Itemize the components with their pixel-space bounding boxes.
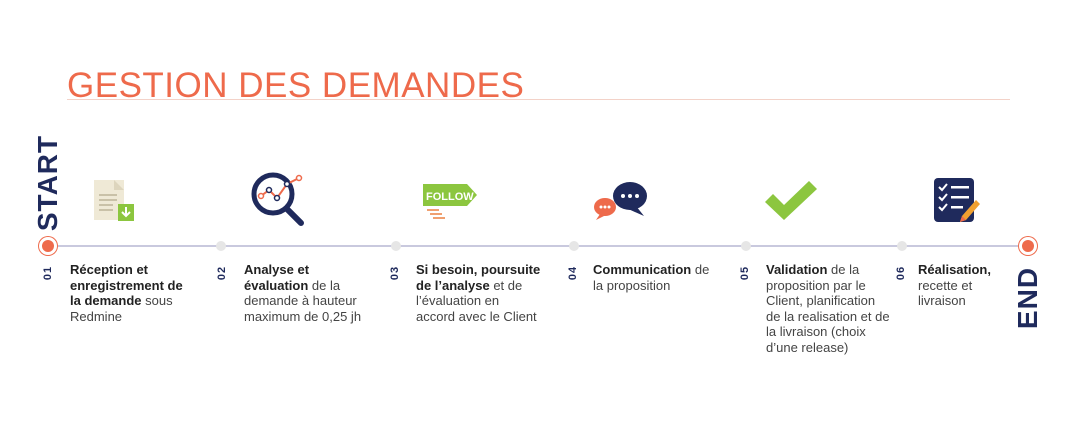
timeline-end-marker (1018, 236, 1038, 256)
document-download-icon (94, 180, 134, 221)
start-label: START (32, 134, 63, 232)
step-1-number: 01 (42, 265, 54, 281)
step-1-rest: sous Redmine (70, 293, 173, 324)
follow-sign-icon: FOLLOW (423, 184, 477, 219)
follow-sign-text: FOLLOW (426, 191, 474, 203)
step-4-text: Communication de la proposition (593, 262, 718, 293)
step-5-text: Validation de la proposition par le Clie… (766, 262, 891, 355)
chat-bubbles-icon (594, 182, 647, 220)
step-1-bold: Réception et enregistrement de la demand… (70, 262, 183, 308)
step-4-rest: de la proposition (593, 262, 710, 293)
checklist-icon (934, 178, 980, 222)
step-2-number: 02 (216, 265, 228, 281)
step-4-bold: Communication (593, 262, 692, 277)
timeline-node-2 (216, 241, 226, 251)
timeline-start-marker (38, 236, 58, 256)
timeline-line (48, 245, 1030, 247)
magnifier-chart-icon (251, 172, 304, 226)
step-6-bold: Réalisation, (918, 262, 991, 277)
step-2-text: Analyse et évaluation de la demande à ha… (244, 262, 369, 324)
step-3-number: 03 (389, 265, 401, 281)
step-2-bold: Analyse et évaluation (244, 262, 310, 293)
step-3-text: Si besoin, poursuite de l’analyse et de … (416, 262, 541, 324)
step-3-rest: et de l’évaluation en accord avec le Cli… (416, 277, 537, 324)
end-label: END (1012, 266, 1043, 330)
timeline-node-3 (391, 241, 401, 251)
timeline-node-6 (897, 241, 907, 251)
page-title: GESTION DES DEMANDES (67, 66, 525, 105)
step-5-number: 05 (739, 265, 751, 281)
step-4-number: 04 (567, 265, 579, 281)
step-6-text: Réalisation, recette et livraison (918, 262, 1010, 309)
checkmark-icon (765, 181, 817, 220)
step-6-number: 06 (895, 265, 907, 281)
step-3-bold: Si besoin, poursuite de l’analyse (416, 262, 541, 293)
timeline-node-5 (741, 241, 751, 251)
step-2-rest: de la demande à hauteur maximum de 0,25 … (244, 277, 362, 324)
step-6-rest: recette et livraison (918, 277, 973, 309)
timeline-node-4 (569, 241, 579, 251)
step-1-text: Réception et enregistrement de la demand… (70, 262, 195, 324)
step-5-bold: Validation (766, 262, 828, 277)
step-5-rest: de la proposition par le Client, planifi… (766, 262, 890, 355)
title-divider (67, 99, 1010, 100)
